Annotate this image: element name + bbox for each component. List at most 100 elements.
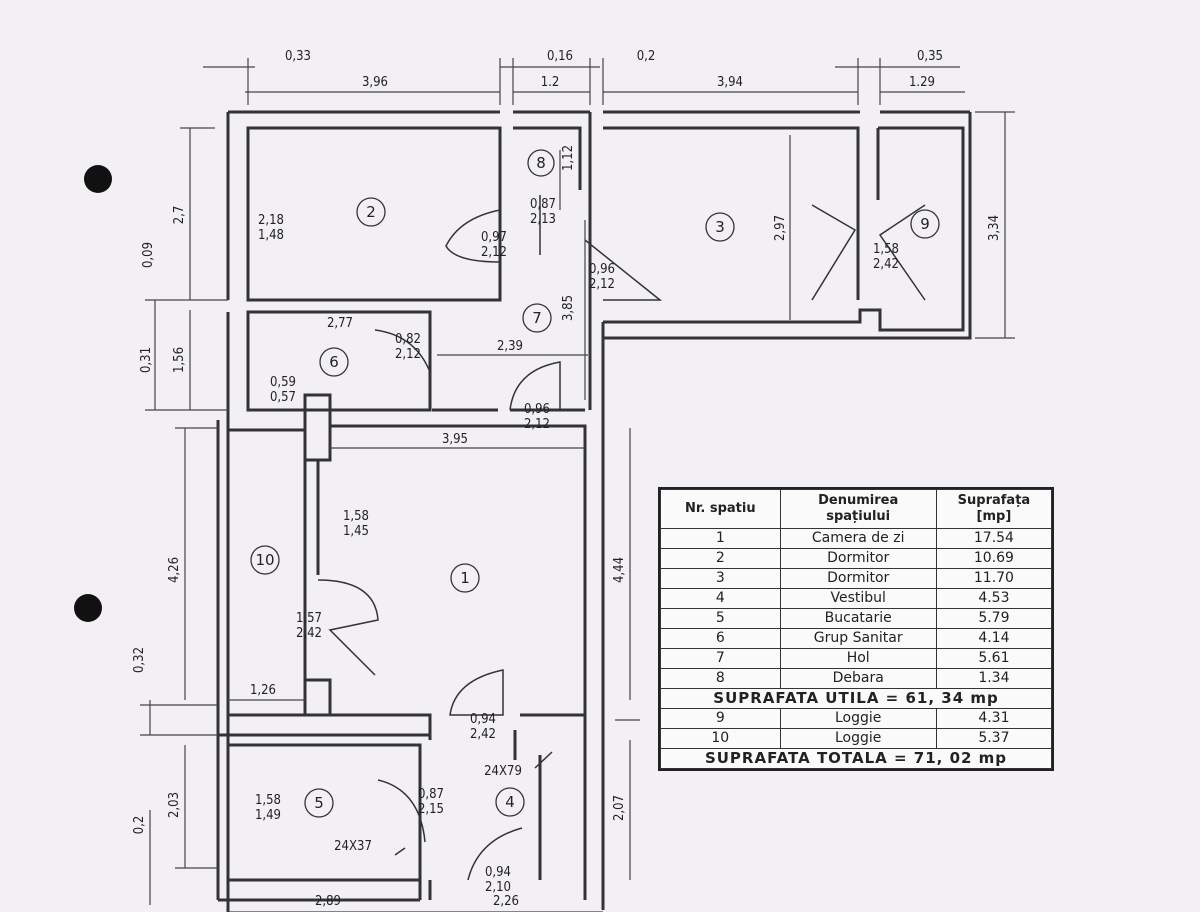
dim-label: 2,97 <box>773 215 788 241</box>
row-nr: 3 <box>660 568 781 589</box>
row-name: Hol <box>779 648 937 669</box>
opening-height: 2,10 <box>485 880 511 895</box>
dim-label: 0,09 <box>141 242 156 268</box>
opening-width: 2,18 <box>258 213 284 228</box>
dim-label: 1,26 <box>250 683 276 698</box>
opening-width: 0,87 <box>530 197 556 212</box>
dim-label: 0,31 <box>139 347 154 373</box>
header-area: Suprafața [mp] <box>935 489 1053 529</box>
useful-area-total-row: SUPRAFATA UTILA = 61, 34 mp <box>660 688 1052 709</box>
opening-height: 1,48 <box>258 228 284 243</box>
row-name: Loggie <box>779 728 937 749</box>
opening-width: 0,96 <box>589 262 615 277</box>
dimension-lines <box>140 58 1015 912</box>
dim-label: 0,35 <box>917 49 943 64</box>
opening-labels: 2,18 1,48 0,87 2,13 0,97 2,12 0,96 2,12 … <box>255 197 899 895</box>
row-nr: 2 <box>660 548 781 569</box>
opening-width: 0,87 <box>418 787 444 802</box>
useful-area-total: SUPRAFATA UTILA = 61, 34 mp <box>660 688 1052 709</box>
opening-height: 0,57 <box>270 390 296 405</box>
dim-label: 2,07 <box>612 795 627 821</box>
row-nr: 7 <box>660 648 781 669</box>
row-nr: 5 <box>660 608 781 629</box>
opening-width: 0,59 <box>270 375 296 390</box>
opening-height: 2,12 <box>395 347 421 362</box>
room-number-7: 7 <box>532 309 542 327</box>
room-number-10: 10 <box>255 551 274 569</box>
dim-label: 4,26 <box>167 557 182 583</box>
row-nr: 4 <box>660 588 781 609</box>
opening-width: 1,58 <box>255 793 281 808</box>
dim-label: 3,85 <box>561 295 576 321</box>
room-number-4: 4 <box>505 793 515 811</box>
opening-width: 0,96 <box>524 402 550 417</box>
room-number-8: 8 <box>536 154 546 172</box>
row-name: Vestibul <box>779 588 937 609</box>
grand-total-row: SUPRAFATA TOTALA = 71, 02 mp <box>660 748 1052 769</box>
opening-width: 1,58 <box>873 242 899 257</box>
dim-label: 1.29 <box>909 75 935 90</box>
opening-height: 2,42 <box>470 727 496 742</box>
opening-height: 2,42 <box>296 626 322 641</box>
opening-height: 1,45 <box>343 524 369 539</box>
dim-label: 1,56 <box>172 347 187 373</box>
room-number-9: 9 <box>920 215 930 233</box>
opening-height: 2,15 <box>418 802 444 817</box>
row-area: 1.34 <box>935 668 1053 689</box>
opening-height: 2,12 <box>524 417 550 432</box>
room-number-5: 5 <box>314 794 324 812</box>
dim-label: 2,7 <box>172 206 187 225</box>
row-nr: 9 <box>660 708 781 729</box>
dim-label: 2,26 <box>493 894 519 909</box>
row-area: 5.79 <box>935 608 1053 629</box>
opening-width: 1,57 <box>296 611 322 626</box>
dim-label: 4,44 <box>612 557 627 583</box>
dim-label: 3,95 <box>442 432 468 447</box>
row-name: Loggie <box>779 708 937 729</box>
grand-total: SUPRAFATA TOTALA = 71, 02 mp <box>660 748 1052 769</box>
room-number-3: 3 <box>715 218 725 236</box>
dim-label: 2,03 <box>167 792 182 818</box>
binder-hole-top <box>84 165 112 193</box>
row-area: 5.37 <box>935 728 1053 749</box>
row-name: Grup Sanitar <box>779 628 937 649</box>
room-markers: 1 2 3 4 5 6 7 8 9 10 <box>250 149 940 818</box>
binder-hole-bottom <box>74 594 102 622</box>
dim-label: 2,89 <box>315 894 341 909</box>
dim-label: 2,77 <box>327 316 353 331</box>
row-nr: 10 <box>660 728 781 749</box>
dim-label: 3,96 <box>362 75 388 90</box>
dim-label: 0,33 <box>285 49 311 64</box>
row-area: 4.14 <box>935 628 1053 649</box>
room-number-2: 2 <box>366 203 376 221</box>
opening-width: 0,94 <box>470 712 496 727</box>
opening-width: 0,94 <box>485 865 511 880</box>
area-table: Nr. spatiu Denumirea spațiului Suprafața… <box>658 487 1054 771</box>
opening-height: 2,12 <box>589 277 615 292</box>
row-nr: 6 <box>660 628 781 649</box>
room-number-1: 1 <box>460 569 470 587</box>
row-area: 11.70 <box>935 568 1053 589</box>
dim-label: 0,32 <box>132 647 147 673</box>
opening-width: 0,97 <box>481 230 507 245</box>
dim-label: 0,2 <box>132 816 147 835</box>
opening-height: 2,13 <box>530 212 556 227</box>
row-area: 10.69 <box>935 548 1053 569</box>
row-name: Dormitor <box>779 568 937 589</box>
dim-label: 1.2 <box>541 75 560 90</box>
opening-height: 2,12 <box>481 245 507 260</box>
row-area: 17.54 <box>935 528 1053 549</box>
dim-label: 0,2 <box>637 49 656 64</box>
row-name: Bucatarie <box>779 608 937 629</box>
